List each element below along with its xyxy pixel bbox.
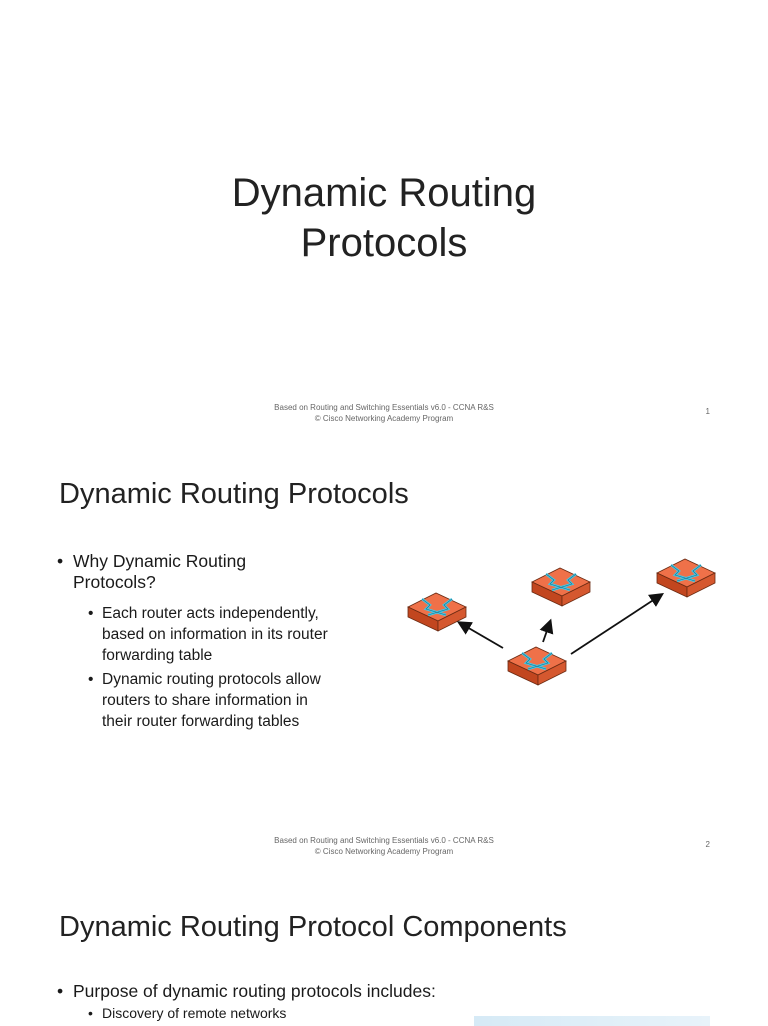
slide-1-title-line-1: Dynamic Routing [231,171,537,215]
slide-1-title-line-2: Protocols [300,221,468,265]
slide-2-footer: Based on Routing and Switching Essential… [0,835,768,857]
sub-1-line-2: based on information in its router [102,626,328,643]
sub-bullet-dot: • [88,605,94,622]
sub-1-line-3: forwarding table [102,647,213,664]
sub-2-line-2: routers to share information in [102,692,308,709]
slide-1-footer: Based on Routing and Switching Essential… [0,402,768,424]
arrow-to-left [456,621,504,649]
bullet-line-1: Why Dynamic Routing [73,551,247,571]
bullet-dot: • [57,551,64,571]
sub-1-line-1: Each router acts independently, [102,605,319,622]
slide-2-page-number: 2 [705,840,710,849]
bullet-purpose: • Purpose of dynamic routing protocols i… [57,981,436,1002]
slide-1: Dynamic Routing Protocols Based on Routi… [0,0,768,433]
bullet-purpose-text: Purpose of dynamic routing protocols inc… [73,981,436,1001]
router-center [506,645,568,687]
sub-bullet-discovery: • Discovery of remote networks [88,1004,287,1022]
router-diagram [406,557,717,687]
slide-2: Dynamic Routing Protocols • Why Dynamic … [0,433,768,866]
bullet-dot: • [57,981,64,1001]
sub-bullet-dot: • [88,1005,93,1021]
router-left [406,591,468,633]
decorative-image-edge [474,1016,710,1026]
slide-2-title: Dynamic Routing Protocols [59,478,409,510]
arrow-to-right [570,593,665,655]
arrow-to-top [539,618,554,643]
sub-bullet-discovery-text: Discovery of remote networks [102,1005,287,1021]
sub-2-line-1: Dynamic routing protocols allow [102,671,321,688]
bullet-line-2: Protocols? [73,572,156,592]
slide-1-title: Dynamic Routing Protocols [0,168,768,268]
router-top [530,566,592,608]
slide-1-page-number: 1 [705,407,710,416]
sub-bullet-dot: • [88,671,94,688]
slide-3: Dynamic Routing Protocol Components • Pu… [0,866,768,1026]
bullet-why-dynamic: • Why Dynamic Routing Protocols? [57,551,247,593]
slide-2-footer-line-1: Based on Routing and Switching Essential… [274,836,494,845]
sub-bullet-share: • Dynamic routing protocols allow router… [88,669,321,732]
sub-2-line-3: their router forwarding tables [102,713,300,730]
slide-2-footer-line-2: © Cisco Networking Academy Program [314,847,454,856]
slide-3-title: Dynamic Routing Protocol Components [59,911,567,943]
sub-bullet-independent: • Each router acts independently, based … [88,603,328,666]
router-right [655,557,717,599]
slide-1-footer-line-1: Based on Routing and Switching Essential… [274,403,494,412]
slide-1-footer-line-2: © Cisco Networking Academy Program [314,414,454,423]
